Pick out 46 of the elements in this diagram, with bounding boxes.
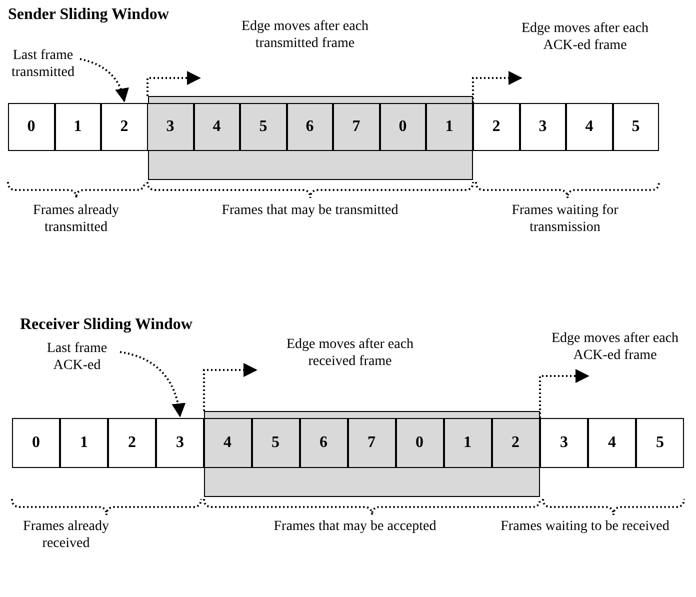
frame-cell: 3 <box>540 418 588 468</box>
frame-cell: 2 <box>473 103 520 151</box>
frame-cell: 5 <box>240 102 286 150</box>
frame-cell: 3 <box>520 103 566 151</box>
section-heading: Receiver Sliding Window <box>20 316 194 334</box>
frame-cell: 5 <box>612 103 659 151</box>
annotation-text: Edge moves after each received frame <box>285 336 415 370</box>
annotation-text: Edge moves after each ACK-ed frame <box>550 330 680 364</box>
frame-cell: 1 <box>426 102 472 150</box>
window-band <box>204 411 540 497</box>
frame-cell: 5 <box>252 418 300 468</box>
frame-cell: 0 <box>396 418 444 468</box>
annotation-text: Frames waiting to be received <box>500 518 670 535</box>
frame-cell: 5 <box>636 418 684 468</box>
annotation-text: Frames that may be accepted <box>272 518 438 535</box>
frame-cell: 1 <box>60 418 108 468</box>
frame-cell: 2 <box>492 418 540 468</box>
frame-cell: 7 <box>348 418 396 468</box>
frame-cell: 0 <box>8 103 54 151</box>
leader-arrow <box>120 351 186 418</box>
frame-cell: 6 <box>286 102 333 150</box>
frame-cell: 3 <box>147 102 194 150</box>
section-heading: Sender Sliding Window <box>8 6 170 24</box>
frame-cell: 4 <box>204 418 252 468</box>
frame-cell: 1 <box>54 103 101 151</box>
frame-cell: 1 <box>444 418 492 468</box>
frame-cell: 0 <box>380 102 426 150</box>
frame-cell: 4 <box>588 418 636 468</box>
frame-cell: 3 <box>156 418 204 468</box>
annotation-text: Edge moves after each ACK-ed frame <box>520 20 650 54</box>
frame-cell: 2 <box>101 103 148 151</box>
window-band <box>148 96 473 180</box>
frame-cell: 6 <box>300 418 348 468</box>
frame-cell: 7 <box>333 102 380 150</box>
annotation-text: Frames that may be transmitted <box>220 202 400 219</box>
leader-arrow <box>80 58 128 102</box>
frame-cell: 4 <box>194 102 240 150</box>
annotation-text: Frames already transmitted <box>32 202 120 236</box>
annotation-text: Frames already received <box>22 518 110 552</box>
frame-cell: 0 <box>12 418 60 468</box>
annotation-text: Frames waiting for transmission <box>510 202 620 236</box>
annotation-text: Edge moves after each transmitted frame <box>240 18 370 52</box>
annotation-text: Last frame ACK-ed <box>34 340 120 376</box>
frame-cell: 2 <box>108 418 156 468</box>
annotation-text: Last frame transmitted <box>6 47 80 83</box>
frame-cell: 4 <box>566 103 612 151</box>
